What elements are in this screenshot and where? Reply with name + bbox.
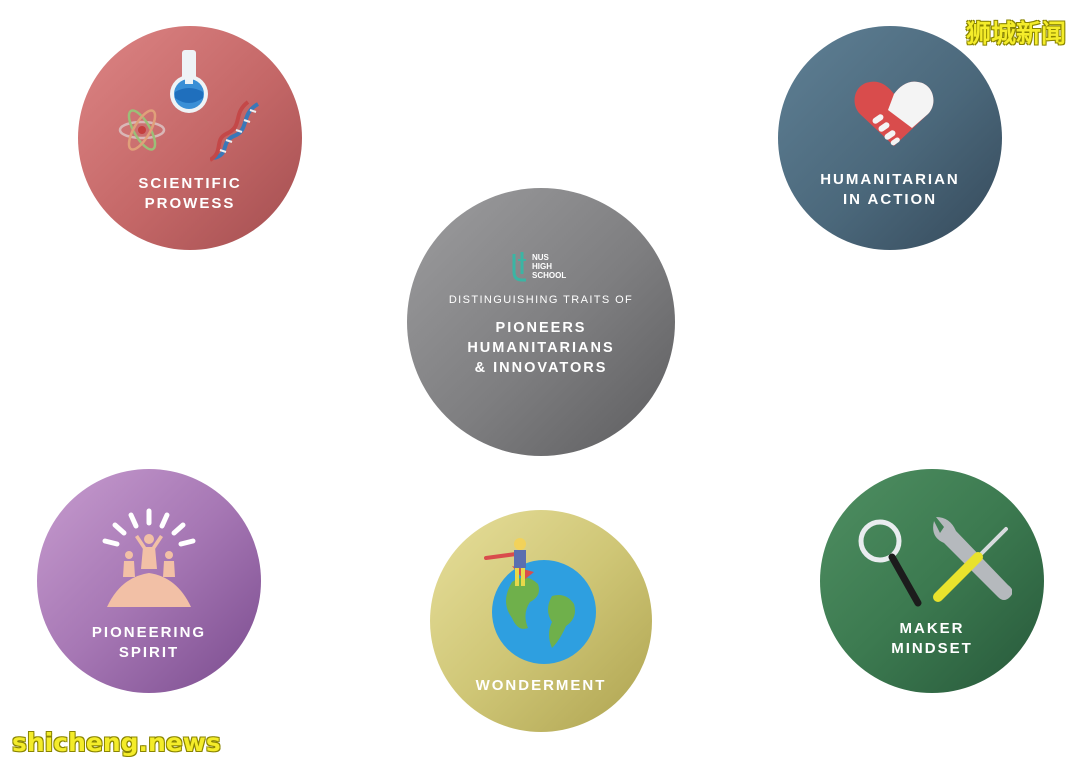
trait-label: MAKER MINDSET: [820, 619, 1044, 659]
heart-handshake-icon: [854, 81, 934, 146]
trait-label-line: PROWESS: [144, 195, 236, 212]
trait-maker-mindset: MAKER MINDSET: [820, 469, 1044, 693]
trait-label: SCIENTIFIC PROWESS: [78, 174, 302, 214]
trait-label-line: SCIENTIFIC: [138, 175, 242, 192]
logo-text: SCHOOL: [532, 271, 566, 280]
trait-pioneering-spirit: PIONEERING SPIRIT: [37, 469, 261, 693]
trait-humanitarian-in-action: HUMANITARIAN IN ACTION: [778, 26, 1002, 250]
trait-label: HUMANITARIAN IN ACTION: [778, 170, 1002, 210]
logo-text: NUS: [532, 253, 550, 262]
distinguishing-traits-center: NUS HIGH SCHOOL DISTINGUISHING TRAITS OF…: [407, 188, 675, 456]
watermark-chinese: 狮城新闻: [965, 19, 1066, 48]
watermark-site: shicheng.news: [12, 728, 221, 757]
superhero-globe-icon: [484, 538, 596, 664]
climbers-summit-icon: [102, 508, 196, 607]
trait-label-line: MINDSET: [891, 640, 973, 657]
magnifier-icon: [858, 519, 922, 607]
trait-label: WONDERMENT: [430, 676, 652, 696]
trait-label-line: WONDERMENT: [475, 677, 607, 694]
center-title-line: & INNOVATORS: [474, 360, 608, 376]
trait-label-line: PIONEERING: [91, 624, 207, 641]
school-logo: NUS HIGH SCHOOL: [512, 252, 566, 282]
trait-label: PIONEERING SPIRIT: [37, 623, 261, 663]
trait-scientific-prowess: SCIENTIFIC PROWESS: [78, 26, 302, 250]
flask-icon: [170, 50, 208, 113]
trait-label-line: HUMANITARIAN: [820, 171, 960, 188]
atom-icon: [118, 109, 166, 151]
center-title-line: HUMANITARIANS: [467, 340, 615, 356]
center-title-line: PIONEERS: [495, 320, 587, 336]
center-title: PIONEERS HUMANITARIANS & INNOVATORS: [407, 318, 675, 378]
screwdriver-icon: [933, 527, 1008, 602]
trait-wonderment: WONDERMENT: [430, 510, 652, 732]
center-subtitle: DISTINGUISHING TRAITS OF: [448, 294, 634, 306]
trait-label-line: SPIRIT: [118, 644, 180, 661]
trait-label-line: MAKER: [899, 620, 965, 637]
logo-text: HIGH: [532, 262, 552, 271]
trait-label-line: IN ACTION: [842, 191, 938, 208]
dna-icon: [210, 100, 260, 162]
